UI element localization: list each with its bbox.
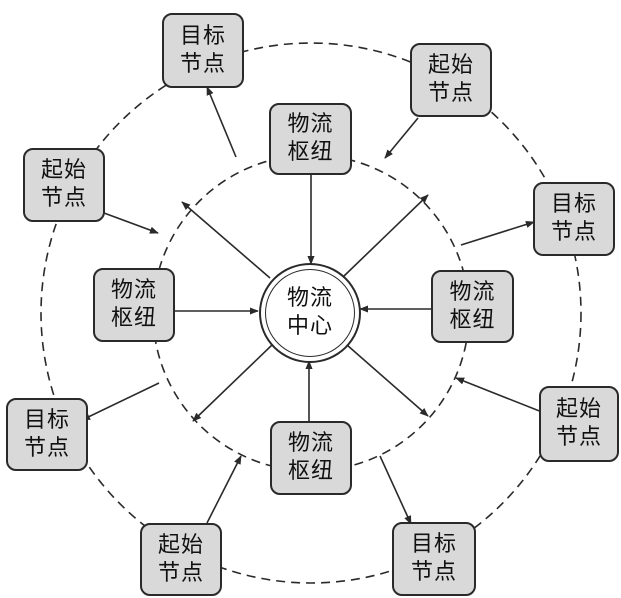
hub-left-line2: 枢纽 [110,306,157,331]
target-node-right-line2: 节点 [550,220,597,245]
target-node-right: 目标 节点 [533,182,615,256]
hub-top-line2: 枢纽 [287,140,334,165]
target-node-bottom-line1: 目标 [410,532,457,557]
hub-right-line2: 枢纽 [449,307,496,333]
start-node-bottom-line1: 起始 [157,532,204,558]
start-node-left: 起始 节点 [23,148,105,222]
arrow-to-target-left [81,382,160,421]
hub-top: 物流 枢纽 [269,103,352,175]
hub-right-line1: 物流 [449,279,496,305]
logistics-center-line2: 中心 [286,314,333,339]
hub-top-line1: 物流 [287,112,334,137]
target-node-bottom: 目标 节点 [392,522,476,596]
target-node-right-line1: 目标 [550,192,597,217]
arrow-start-bottom-in [206,455,242,524]
hub-bottom-line1: 物流 [287,431,334,456]
arrow-start-right-in [455,377,543,413]
arrow-to-target-top [206,86,237,158]
arrow-center-to-lower-left [192,344,273,422]
start-node-top-right: 起始 节点 [410,43,492,117]
arrow-start-left-in [103,212,159,234]
target-node-left-line1: 目标 [23,407,70,433]
start-node-right-line1: 起始 [555,397,602,422]
logistics-center-line1: 物流 [286,286,333,311]
start-node-left-line2: 节点 [40,186,87,211]
logistics-center: 物流 中心 [259,263,361,363]
outer-dashed-ring [40,42,582,584]
target-node-top-line1: 目标 [179,23,226,49]
arrow-center-to-lower-right [346,344,429,417]
start-node-bottom: 起始 节点 [140,523,222,596]
start-node-top-right-line1: 起始 [427,53,474,78]
target-node-bottom-line2: 节点 [410,560,457,585]
target-node-left: 目标 节点 [6,398,88,471]
hub-left: 物流 枢纽 [93,268,175,342]
hub-bottom: 物流 枢纽 [270,421,352,495]
arrow-to-target-bottom [379,455,412,525]
start-node-top-right-line2: 节点 [427,81,474,106]
start-node-bottom-line2: 节点 [157,560,204,586]
arrow-start-top-right-in [384,117,419,159]
target-node-left-line2: 节点 [23,435,70,461]
target-node-top-line2: 节点 [179,51,226,77]
arrow-to-target-right [460,221,535,246]
arrow-center-to-upper-right [343,194,429,277]
hub-bottom-line2: 枢纽 [287,459,334,484]
arrow-center-to-upper-left [181,201,271,279]
start-node-right: 起始 节点 [539,386,619,462]
target-node-top: 目标 节点 [162,13,244,88]
hub-left-line1: 物流 [110,278,157,303]
start-node-left-line1: 起始 [40,158,87,183]
logistics-center-inner-ring [265,269,355,357]
hub-right: 物流 枢纽 [431,270,514,343]
start-node-right-line2: 节点 [555,425,602,450]
